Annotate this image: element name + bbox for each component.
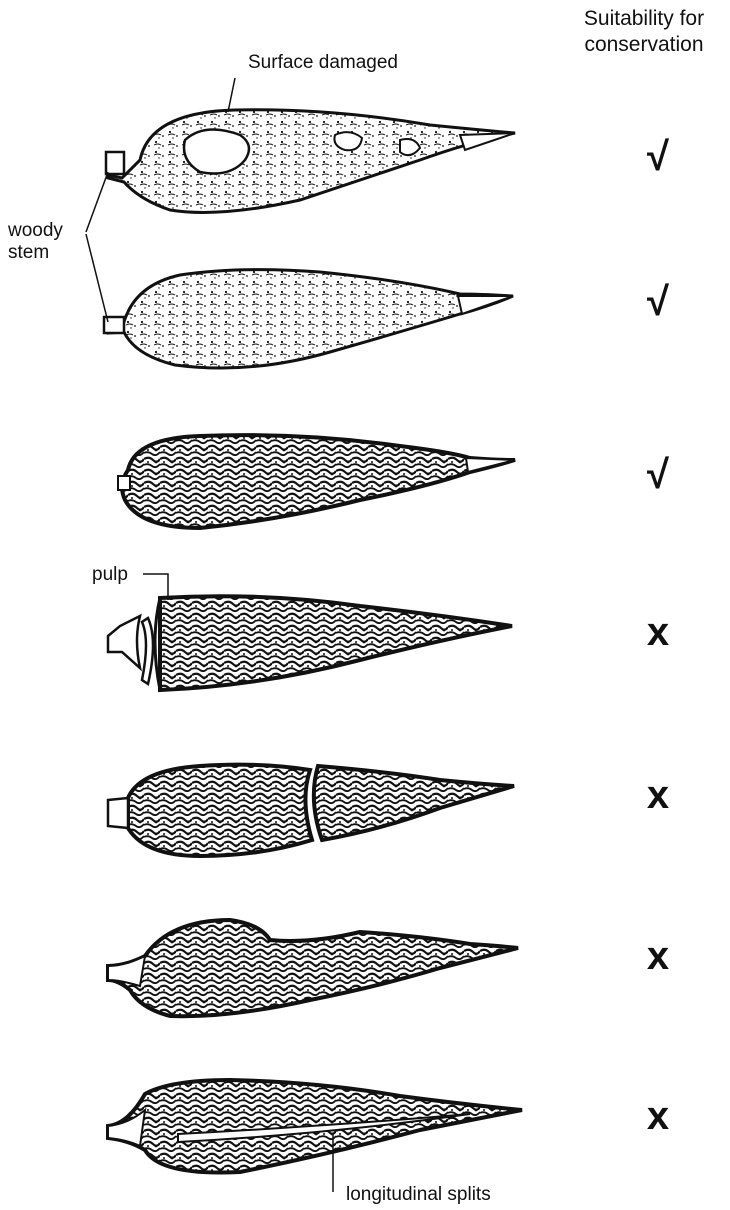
tuber-6: [108, 920, 518, 1016]
woody-stem-1: [106, 152, 124, 174]
suitability-mark-3: √: [638, 455, 678, 495]
tuber-4: [108, 596, 512, 690]
suitability-mark-7: x: [638, 1096, 678, 1136]
tuber-5: [108, 765, 514, 856]
suitability-mark-5: x: [638, 775, 678, 815]
tuber-7: [108, 1080, 522, 1173]
tuber-2: [104, 270, 513, 368]
woody-stem-leader-2: [86, 234, 108, 322]
label-woody: woody: [8, 220, 63, 242]
suitability-mark-2: √: [638, 282, 678, 322]
tuber-1: [106, 110, 515, 213]
suitability-mark-4: x: [638, 612, 678, 652]
tuber-3: [118, 435, 515, 528]
label-stem: stem: [8, 242, 49, 264]
suitability-mark-6: x: [638, 936, 678, 976]
label-pulp: pulp: [92, 564, 128, 586]
label-surface-damaged: Surface damaged: [248, 52, 398, 74]
surface-damaged-leader: [228, 78, 235, 112]
woody-stem-leader-1: [86, 172, 108, 232]
suitability-mark-1: √: [638, 137, 678, 177]
label-longitudinal-splits: longitudinal splits: [346, 1184, 491, 1206]
